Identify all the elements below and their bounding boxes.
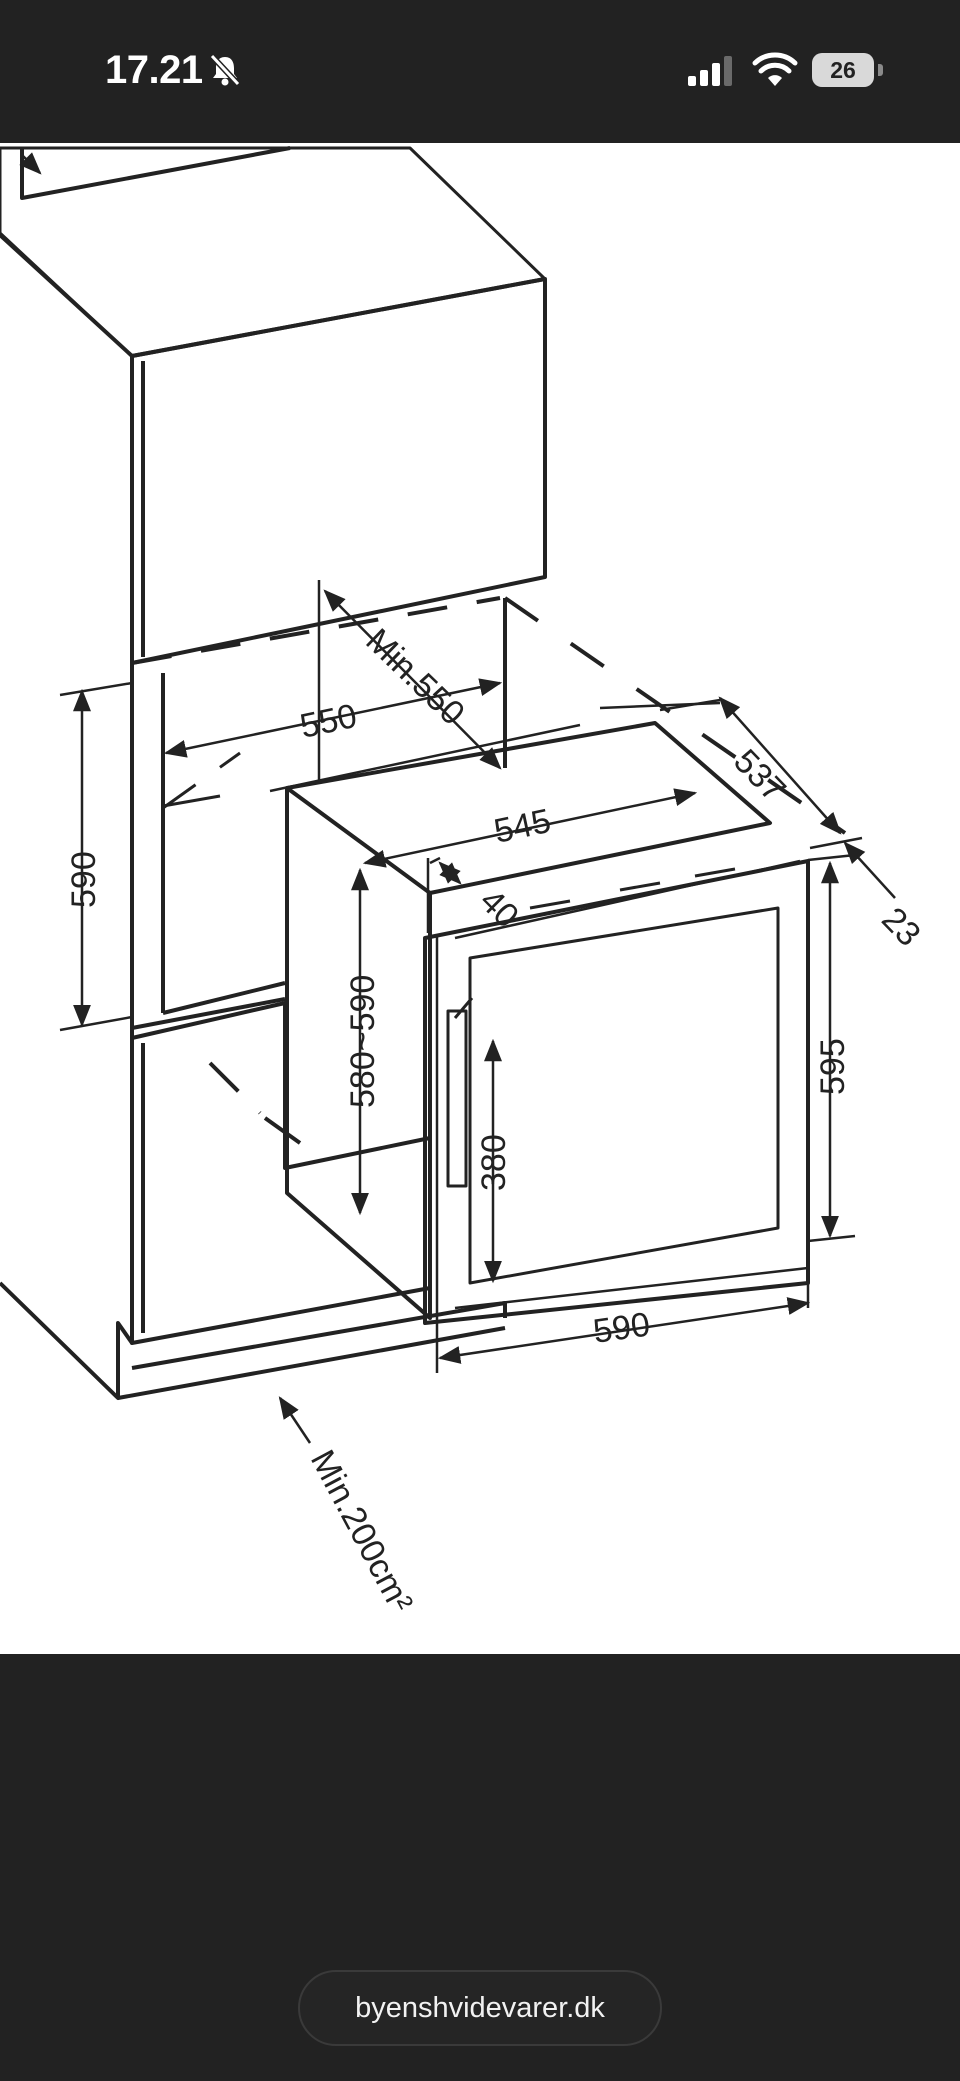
label-width-545: 545: [491, 802, 554, 851]
cellular-signal-icon: [688, 56, 732, 86]
label-height-595: 595: [814, 1038, 852, 1095]
address-bar-url[interactable]: byenshvidevarer.dk: [298, 1970, 662, 2046]
battery-level: 26: [812, 53, 874, 87]
image-viewer[interactable]: Min.550 550 590 545 537 23 40 580~590 59…: [0, 143, 960, 1654]
installation-dimension-drawing: Min.550 550 590 545 537 23 40 580~590 59…: [0, 146, 928, 1619]
label-width-550: 550: [297, 697, 360, 746]
label-min-200: Min.200cm²: [303, 1444, 420, 1619]
label-depth-23: 23: [874, 900, 928, 954]
label-height-590: 590: [65, 851, 103, 908]
status-bar: 17.21 26: [0, 0, 960, 143]
label-width-590: 590: [591, 1305, 652, 1351]
status-time: 17.21: [105, 48, 203, 92]
wifi-icon: [752, 52, 798, 86]
label-height-380: 380: [475, 1134, 513, 1191]
label-height-580-590: 580~590: [344, 975, 382, 1108]
silent-mode-icon: [209, 53, 241, 87]
battery-icon: 26: [812, 53, 884, 87]
label-depth-537: 537: [726, 742, 793, 809]
label-min-550: Min.550: [358, 621, 471, 732]
